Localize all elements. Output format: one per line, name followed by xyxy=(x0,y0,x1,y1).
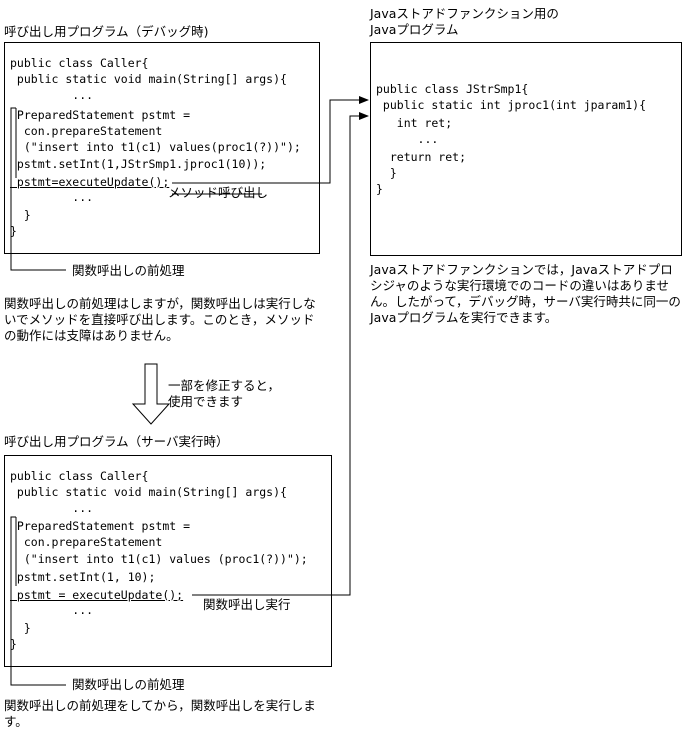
code-line: public class Caller{ xyxy=(10,56,149,70)
code-line: } xyxy=(10,224,17,238)
code-line: } xyxy=(10,621,31,635)
code-line: ... xyxy=(10,501,94,515)
code-line: ... xyxy=(10,88,94,102)
code-line: return ret; xyxy=(376,150,467,164)
server-preprocess-label: 関数呼出しの前処理 xyxy=(72,677,185,692)
code-line: public class Caller{ xyxy=(10,469,149,483)
server-preprocess-bracket xyxy=(10,516,66,686)
debug-code-box: public class Caller{ public static void … xyxy=(4,42,320,254)
code-line: ... xyxy=(376,132,439,146)
server-call-label: 関数呼出し実行 xyxy=(203,597,291,612)
down-arrow xyxy=(131,363,171,425)
code-line: ... xyxy=(10,603,94,617)
code-line: } xyxy=(10,637,17,651)
arrow-note-line1: 一部を修正すると， xyxy=(168,378,281,393)
code-line: public static void main(String[] args){ xyxy=(10,485,287,499)
java-description: Javaストアドファンクションでは，Javaストアドプロシジャのような実行環境で… xyxy=(370,262,681,325)
server-call-arrow xyxy=(192,112,369,596)
java-title-line1: Javaストアドファンクション用の xyxy=(370,6,559,21)
code-line: public class JStrSmp1{ xyxy=(376,82,529,96)
debug-description: 関数呼出しの前処理はしますが，関数呼出しは実行しないでメソッドを直接呼び出します… xyxy=(4,296,316,343)
code-line: pstmt.setInt(1,JStrSmp1.jproc1(10)); xyxy=(10,157,267,171)
code-line: PreparedStatement pstmt = xyxy=(10,108,191,122)
code-line: ("insert into t1(c1) values (proc1(?))")… xyxy=(10,552,308,566)
code-line: pstmt.setInt(1, 10); xyxy=(10,570,156,584)
code-line: con.prepareStatement xyxy=(10,124,163,138)
code-line: } xyxy=(376,166,397,180)
server-code-box: public class Caller{ public static void … xyxy=(4,455,332,667)
java-code-box: public class JStrSmp1{ public static int… xyxy=(370,42,682,256)
code-line-call: pstmt = executeUpdate(); xyxy=(10,588,184,602)
debug-preprocess-bracket xyxy=(10,107,66,271)
code-line: ("insert into t1(c1) values(proc1(?))"); xyxy=(10,140,301,154)
code-line: } xyxy=(376,182,383,196)
server-title: 呼び出し用プログラム（サーバ実行時） xyxy=(4,434,229,449)
java-title-line2: Javaプログラム xyxy=(370,22,459,37)
code-line: } xyxy=(10,208,31,222)
code-line: PreparedStatement pstmt = xyxy=(10,519,191,533)
code-line: int ret; xyxy=(376,116,453,130)
server-description: 関数呼出しの前処理をしてから，関数呼出しを実行します。 xyxy=(4,698,316,729)
debug-call-label: メソッド呼び出し xyxy=(168,185,269,200)
code-line: con.prepareStatement xyxy=(10,535,163,549)
code-line: public static int jproc1(int jparam1){ xyxy=(376,98,647,112)
code-line: ... xyxy=(10,190,94,204)
debug-title: 呼び出し用プログラム（デバッグ時) xyxy=(4,24,209,39)
code-line: public static void main(String[] args){ xyxy=(10,72,287,86)
arrow-note-line2: 使用できます xyxy=(168,394,244,409)
debug-preprocess-label: 関数呼出しの前処理 xyxy=(72,263,185,278)
debug-call-arrow xyxy=(172,96,369,184)
code-line-call: pstmt=executeUpdate(); xyxy=(10,175,170,189)
